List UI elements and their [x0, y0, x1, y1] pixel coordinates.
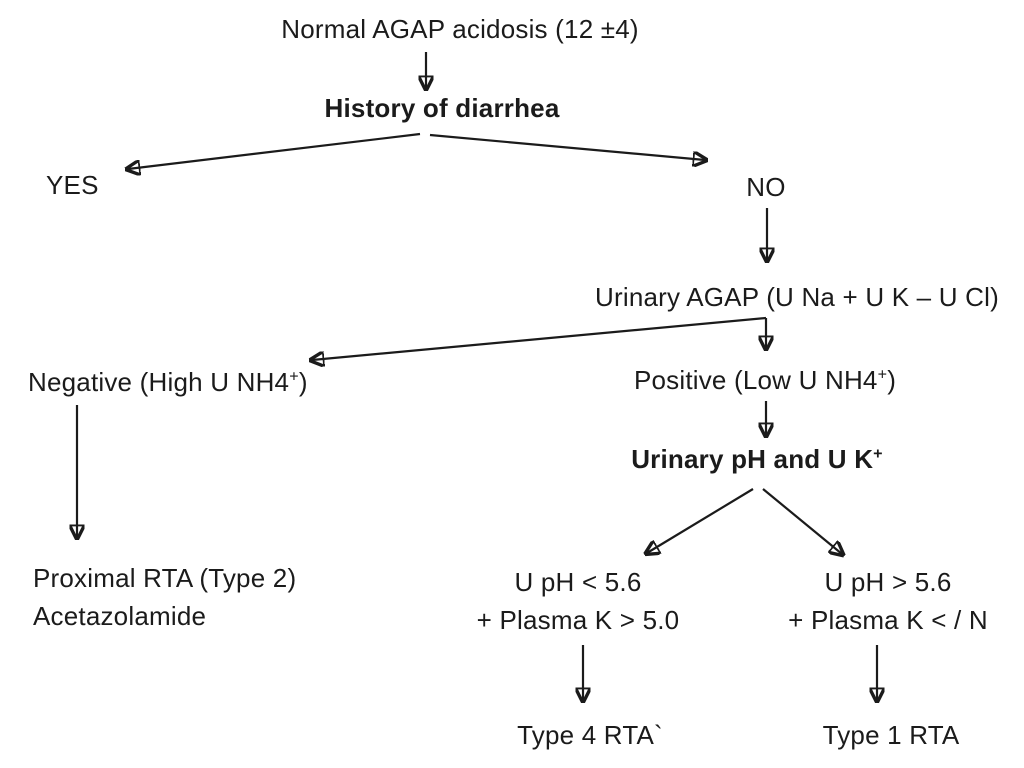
node-no: NO [746, 172, 786, 202]
node-negative: Negative (High U NH4+) [28, 367, 308, 397]
node-positive-text: Positive (Low U NH4 [633, 365, 878, 395]
node-uph-high-line2: + Plasma K < / N [788, 605, 988, 635]
node-uph-high-line1: U pH > 5.6 [824, 567, 952, 597]
node-yes: YES [46, 170, 99, 200]
node-positive-superscript: + [877, 365, 888, 384]
node-normal-agap-acidosis: Normal AGAP acidosis (12 ±4) [281, 14, 639, 44]
node-proximal-rta-line1: Proximal RTA (Type 2) [33, 563, 297, 593]
node-uph-low-line1: U pH < 5.6 [514, 567, 642, 597]
node-urinary-ph-text: Urinary pH and U K [631, 444, 874, 474]
node-type4-rta: Type 4 RTA` [517, 720, 663, 750]
node-urinary-ph-superscript: + [873, 444, 883, 463]
node-positive-close: ) [887, 365, 897, 395]
node-uph-low-line2: + Plasma K > 5.0 [476, 605, 680, 635]
node-urinary-agap: Urinary AGAP (U Na + U K – U Cl) [595, 282, 999, 312]
node-urinary-ph: Urinary pH and U K+ [631, 444, 883, 474]
arrow-urinary-ph-to-uph-high [762, 488, 842, 554]
node-negative-text: Negative (High U NH4 [28, 367, 290, 397]
arrow-urinary-agap-to-negative [312, 316, 767, 360]
node-proximal-rta-line2: Acetazolamide [33, 601, 207, 631]
node-negative-superscript: + [289, 367, 299, 386]
arrow-urinary-ph-to-uph-low [647, 488, 754, 553]
node-negative-close: ) [298, 367, 308, 397]
node-positive: Positive (Low U NH4+) [634, 365, 896, 395]
node-uph-low: U pH < 5.6 + Plasma K > 5.0 [477, 563, 680, 639]
node-uph-high: U pH > 5.6 + Plasma K < / N [788, 563, 988, 639]
arrow-history-to-yes [128, 132, 421, 169]
node-proximal-rta: Proximal RTA (Type 2) Acetazolamide [33, 559, 296, 635]
arrow-history-to-no [429, 133, 705, 160]
node-type1-rta: Type 1 RTA [822, 720, 960, 750]
node-history-of-diarrhea: History of diarrhea [324, 93, 560, 123]
